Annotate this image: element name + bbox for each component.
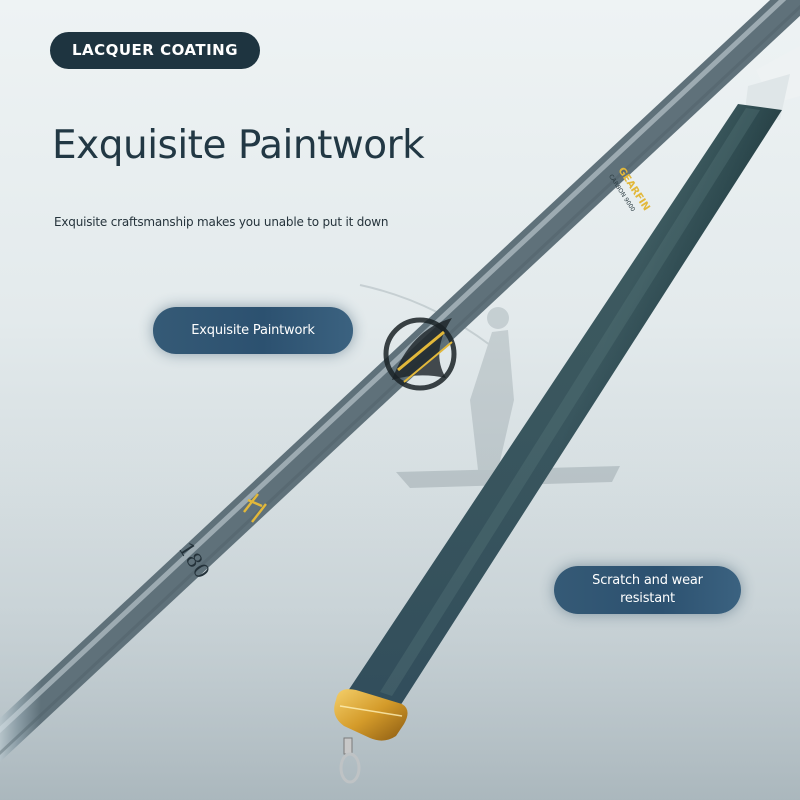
rod-handle: [346, 46, 800, 706]
page-title: Exquisite Paintwork: [52, 123, 425, 168]
swivel-clip-icon: [339, 737, 361, 784]
callout-scratch-resistant: Scratch and wear resistant: [554, 566, 741, 614]
dragon-emblem-icon: [383, 317, 457, 391]
lacquer-coating-badge: LACQUER COATING: [50, 32, 260, 69]
gold-ferrule: [334, 689, 408, 741]
rod-kanji-mark: [243, 493, 267, 523]
page-subtitle: Exquisite craftsmanship makes you unable…: [54, 215, 389, 229]
callout-paintwork: Exquisite Paintwork: [153, 307, 353, 354]
rod-brand-label: GEARFIN CARBON 9000: [607, 166, 652, 214]
